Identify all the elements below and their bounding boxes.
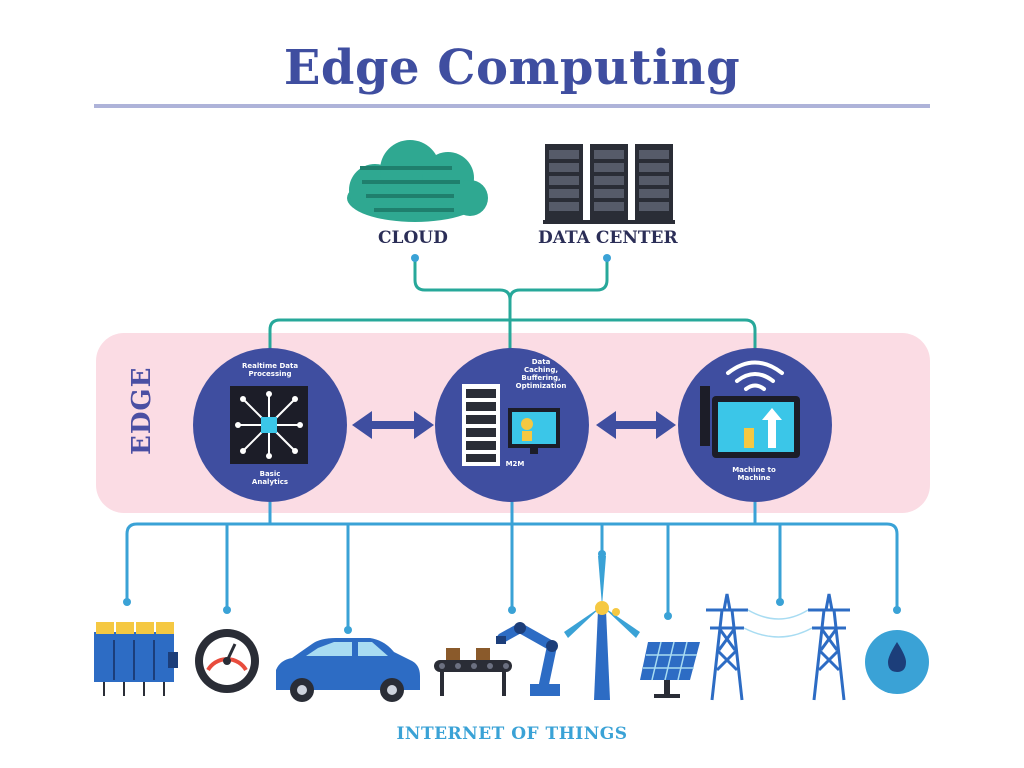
connector-dot [603,254,611,262]
iot-connectors [125,502,899,628]
wind-turbine-icon [564,556,640,700]
power-lines [743,609,813,638]
node-1-top-caption: Realtime Data Processing [241,362,299,378]
car-icon [276,638,420,702]
node-3-bottom-caption: Machine to Machine [732,466,776,482]
iot-label: INTERNET OF THINGS [396,724,628,744]
wifi-icon [726,360,784,391]
node-2-bottom-caption: M2M [505,460,525,468]
battery-bank-icon [94,622,178,696]
data-center-icon [543,144,675,224]
water-drop-icon [865,630,929,694]
processor-icon [230,386,308,464]
cloud-connectors [268,260,757,352]
data-center-label: DATA CENTER [538,228,678,248]
bidirectional-arrow-icon [352,411,434,439]
power-tower-icon [706,593,748,701]
cloud-icon [347,140,488,222]
gauge-icon [195,629,259,693]
robot-arm-conveyor-icon [434,622,560,696]
bidirectional-arrow-icon [596,411,676,439]
monitor-icon [508,408,560,454]
page-title: Edge Computing [283,40,741,96]
tablet-icon [700,386,800,458]
server-rack-icon [462,384,500,466]
node-2-top-caption: Data Caching, Buffering, Optimization [515,358,567,390]
title-underline [94,104,930,108]
cloud-label: CLOUD [378,228,448,248]
power-tower-icon [808,593,850,701]
node-1-bottom-caption: Basic Analytics [251,470,289,486]
iot-connector-dots [123,550,901,634]
solar-panel-icon [640,641,700,698]
connector-dot [411,254,419,262]
